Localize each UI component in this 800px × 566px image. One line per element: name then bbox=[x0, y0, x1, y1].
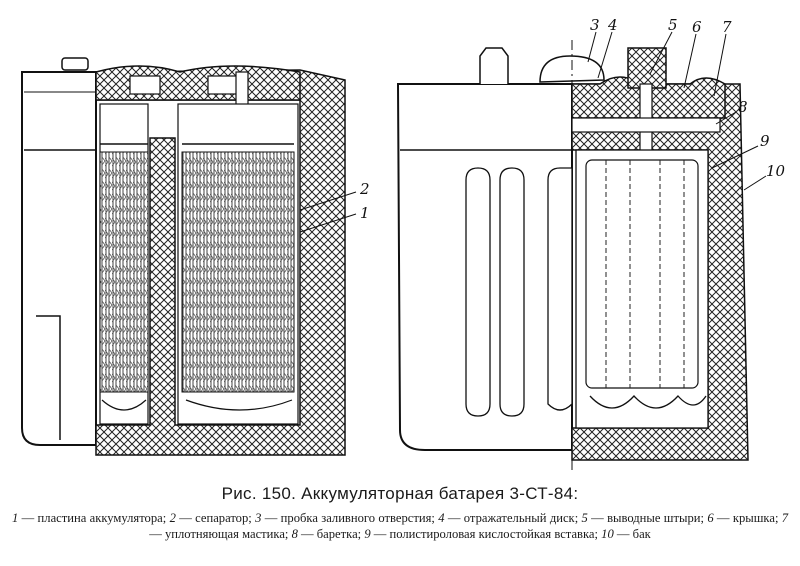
callout-10: 10 bbox=[766, 162, 786, 180]
figure-caption-title: Рис. 150. Аккумуляторная батарея 3-СТ-84… bbox=[221, 484, 579, 503]
callout-5: 5 bbox=[668, 16, 678, 34]
left-cover bbox=[95, 65, 301, 101]
left-tank-wall bbox=[95, 69, 346, 456]
leader-lines bbox=[299, 31, 767, 233]
left-outer-case bbox=[21, 71, 97, 446]
callout-3: 3 bbox=[590, 16, 600, 34]
left-battery-view bbox=[21, 57, 346, 456]
legend-item: 7 — уплотняющая мастика; bbox=[149, 511, 789, 541]
legend-item: 10 — бак bbox=[601, 527, 651, 541]
legend-item: 4 — отражательный диск; bbox=[438, 511, 582, 525]
battery-cross-section-figure: 1 2 3 4 5 6 7 8 9 10 bbox=[21, 16, 786, 470]
legend-item: 2 — сепаратор; bbox=[169, 511, 256, 525]
callout-7: 7 bbox=[722, 18, 732, 36]
legend-item: 5 — выводные штыри; bbox=[581, 511, 708, 525]
left-plate-block-1 bbox=[99, 151, 149, 393]
callout-4: 4 bbox=[607, 16, 618, 34]
legend-item: 8 — баретка; bbox=[291, 527, 365, 541]
figure-legend: 1 — пластина аккумулятора; 2 — сепаратор… bbox=[12, 510, 788, 542]
callout-1: 1 bbox=[360, 204, 370, 222]
right-terminal-left bbox=[479, 47, 509, 84]
legend-item: 3 — пробка заливного отверстия; bbox=[255, 511, 439, 525]
left-top-plug bbox=[61, 57, 89, 71]
right-battery-view bbox=[396, 40, 749, 470]
right-baretka bbox=[571, 117, 721, 133]
legend-item: 1 — пластина аккумулятора; bbox=[12, 511, 170, 525]
left-plate-block-2 bbox=[181, 151, 295, 393]
legend-item: 6 — крышка; bbox=[707, 511, 782, 525]
callout-9: 9 bbox=[760, 132, 770, 150]
legend-item: 9 — полистироловая кислостойкая вставка; bbox=[364, 527, 602, 541]
callout-8: 8 bbox=[738, 98, 748, 116]
callout-2: 2 bbox=[359, 180, 370, 198]
callout-6: 6 bbox=[692, 18, 702, 36]
